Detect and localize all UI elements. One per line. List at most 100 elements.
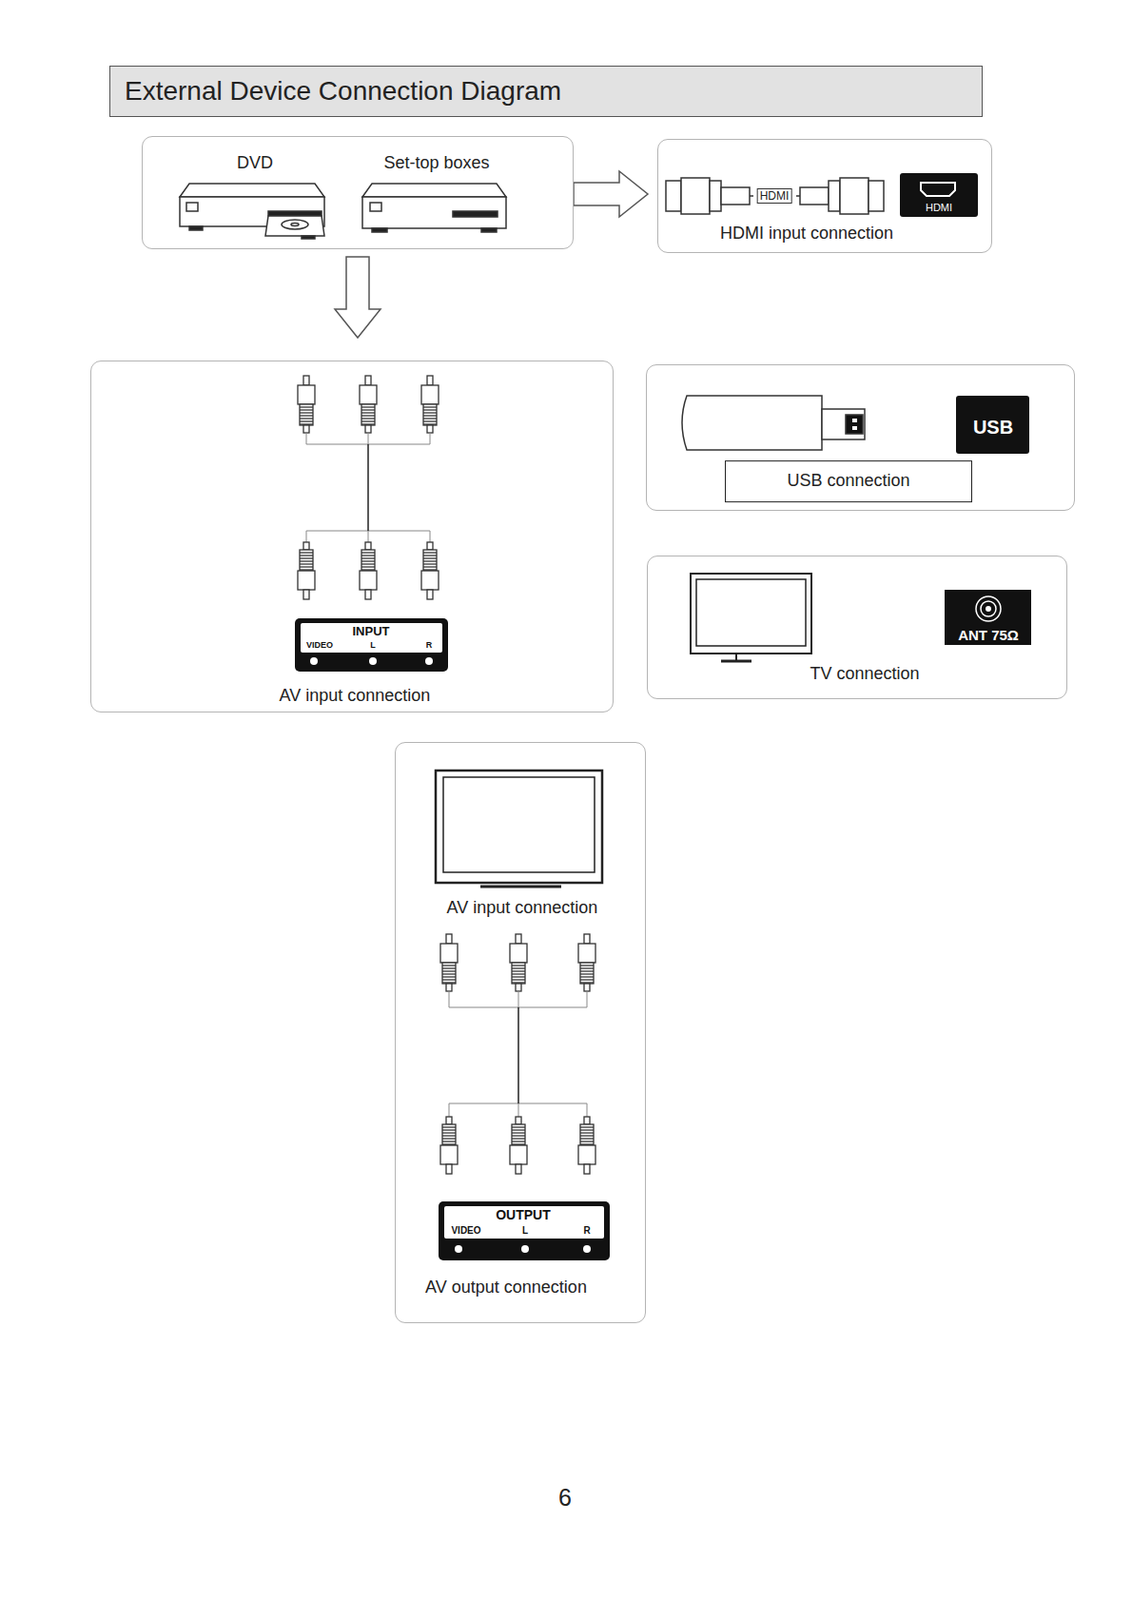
plug-ridge: [423, 560, 437, 562]
plug-part: [509, 1145, 527, 1165]
drawing-stroke: [454, 1245, 463, 1253]
plug-part: [515, 1164, 522, 1174]
drawing-stroke: [839, 177, 869, 215]
plug-ridge: [442, 970, 456, 972]
drawing-stroke: [294, 618, 449, 672]
plug-part: [361, 549, 375, 571]
plug-part: [511, 1124, 526, 1146]
plug-part: [359, 570, 377, 590]
plug-part: [365, 375, 371, 386]
plug-part: [584, 1164, 590, 1174]
plug-ridge: [580, 973, 594, 975]
hdmi-panel: HDMI input connection: [657, 138, 993, 254]
drawing-stroke: [371, 228, 388, 233]
drawing-stroke: [709, 180, 722, 212]
drawing-stroke: [975, 596, 1001, 622]
drawing-stroke: [480, 885, 562, 889]
antenna-port-icon: [944, 589, 1032, 645]
plug-ridge: [511, 1126, 526, 1128]
output-panel: [438, 1201, 610, 1261]
plug-part: [578, 943, 596, 963]
plug-ridge: [361, 411, 375, 413]
plug-ridge: [580, 964, 594, 966]
plug-ridge: [423, 551, 437, 553]
plug-part: [580, 1124, 594, 1146]
rca-plug: [578, 1116, 596, 1174]
hdmi-cable: [665, 177, 884, 215]
plug-ridge: [442, 964, 456, 966]
cable: [586, 1103, 588, 1117]
rca-plug: [421, 542, 439, 600]
rca-cables: [297, 375, 596, 1174]
plug-part: [578, 1145, 596, 1165]
tv-set: [690, 573, 812, 662]
drawing-stroke: [690, 573, 812, 654]
cable: [518, 991, 520, 1008]
plug-part: [427, 542, 433, 550]
plug-ridge: [580, 1126, 594, 1128]
block-arrow: [573, 171, 648, 217]
plug-ridge: [299, 414, 313, 416]
drawing-stroke: [749, 195, 754, 197]
page-number: 6: [558, 1485, 572, 1510]
node-label: AV output connection: [425, 1278, 587, 1298]
plug-ridge: [361, 406, 375, 408]
drawing-stroke: [980, 601, 996, 617]
drawing-stroke: [179, 183, 325, 197]
rca-plug: [421, 375, 439, 433]
dvd-player: [179, 183, 325, 239]
drawing-stroke: [443, 777, 595, 873]
plug-ridge: [299, 409, 313, 410]
plug-part: [297, 570, 315, 590]
cable: [517, 1007, 520, 1104]
plug-ridge: [361, 566, 375, 567]
drawing-stroke: [370, 202, 382, 212]
cable: [448, 991, 450, 1008]
plug-ridge: [361, 560, 375, 562]
plug-ridge: [442, 1132, 456, 1133]
plug-part: [446, 983, 452, 992]
drawing-stroke: [291, 223, 299, 227]
plug-ridge: [299, 551, 313, 553]
plug-ridge: [442, 978, 456, 980]
plug-ridge: [580, 1140, 594, 1142]
plug-ridge: [361, 409, 375, 410]
cable: [367, 444, 370, 531]
drawing-stroke: [828, 180, 840, 212]
plug-ridge: [442, 1137, 456, 1139]
plug-ridge: [511, 1132, 526, 1133]
plug-part: [511, 962, 526, 984]
rca-plug: [297, 375, 315, 433]
drawing-stroke: [845, 414, 863, 434]
cable-label: HDMI: [757, 188, 793, 204]
plug-part: [299, 404, 313, 426]
plug-ridge: [511, 967, 526, 969]
set-top-box: [362, 183, 507, 233]
drawing-stroke: [362, 196, 507, 229]
plug-ridge: [511, 973, 526, 975]
node-label: HDMI input connection: [720, 224, 894, 244]
drawing-stroke: [735, 653, 738, 662]
drawing-stroke: [452, 211, 498, 217]
plug-ridge: [442, 1140, 456, 1142]
drawing-stroke: [300, 623, 443, 653]
cable: [429, 432, 431, 445]
drawing-stroke: [481, 228, 497, 233]
plug-part: [446, 934, 452, 944]
tv-set: [435, 770, 603, 887]
plug-ridge: [423, 414, 437, 416]
plug-ridge: [580, 970, 594, 972]
plug-part: [361, 404, 375, 426]
plug-ridge: [423, 420, 437, 422]
plug-part: [509, 943, 527, 963]
drawing-stroke: [521, 1245, 529, 1253]
plug-part: [446, 1164, 452, 1174]
drawing-stroke: [681, 177, 710, 215]
node-label: DVD: [236, 154, 274, 174]
source-panel: DVDSet-top boxes: [141, 136, 574, 250]
rca-plug: [509, 934, 527, 992]
plug-ridge: [361, 563, 375, 565]
drawing-stroke: [665, 180, 682, 212]
drawing-stroke: [301, 235, 315, 239]
plug-ridge: [299, 557, 313, 559]
